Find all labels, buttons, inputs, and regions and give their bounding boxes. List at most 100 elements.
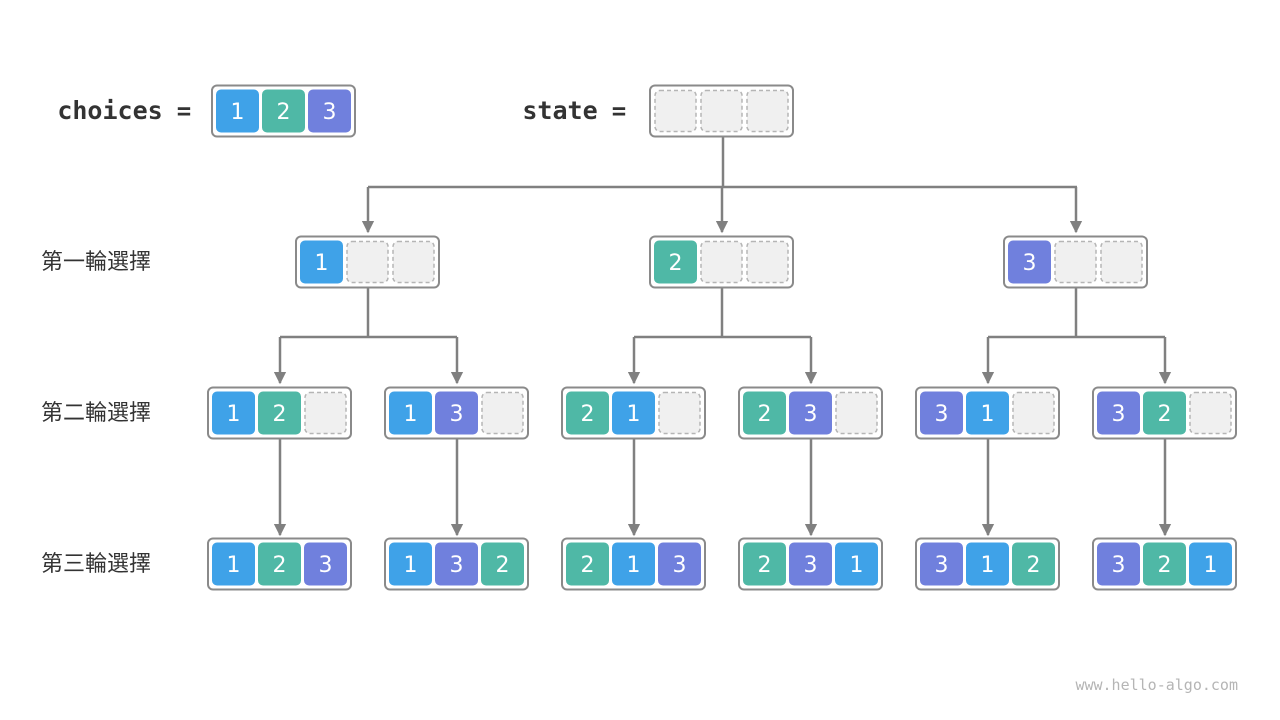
cell-label: 2 <box>1027 553 1041 578</box>
cell-label: 1 <box>981 402 995 427</box>
cell-empty <box>304 391 347 435</box>
level3-node-312: 3 1 2 <box>915 537 1060 591</box>
cell-empty <box>392 240 435 284</box>
cell-empty <box>1012 391 1055 435</box>
cell-label: 2 <box>669 251 683 276</box>
cell-label: 1 <box>231 100 245 125</box>
round-label-1: 第一輪選擇 <box>41 250 151 275</box>
level1-node-1: 1 <box>295 235 440 289</box>
cell-value-2 <box>743 542 786 586</box>
cell-value-1 <box>612 542 655 586</box>
cell-empty <box>1054 240 1097 284</box>
cell-label: 3 <box>804 553 818 578</box>
cell-label: 2 <box>1158 402 1172 427</box>
cell-value-2 <box>654 240 697 284</box>
cell-label: 1 <box>981 553 995 578</box>
level1-node-3: 3 <box>1003 235 1148 289</box>
cell-label: 3 <box>1112 402 1126 427</box>
cell-value-2 <box>481 542 524 586</box>
state-array <box>649 84 794 138</box>
cell-value-1 <box>300 240 343 284</box>
cell-value-1 <box>835 542 878 586</box>
choices-array: 1 2 3 <box>211 84 356 138</box>
state-label: state <box>522 96 597 125</box>
cell-label: 3 <box>450 402 464 427</box>
cell-label: 1 <box>404 553 418 578</box>
cell-label: 2 <box>277 100 291 125</box>
cell-empty <box>481 391 524 435</box>
cell-label: 3 <box>673 553 687 578</box>
cell-value-3 <box>789 391 832 435</box>
choices-equals: = <box>177 97 191 125</box>
cell-value-2 <box>1012 542 1055 586</box>
level1-node-2: 2 <box>649 235 794 289</box>
cell-value-3 <box>658 542 701 586</box>
cell-value-1 <box>212 391 255 435</box>
cell-value-2 <box>1143 542 1186 586</box>
cell-label: 1 <box>627 402 641 427</box>
cell-value-1 <box>389 391 432 435</box>
tree-edges <box>273 135 1172 537</box>
cell-empty <box>1189 391 1232 435</box>
cell-label: 2 <box>496 553 510 578</box>
cell-label: 3 <box>323 100 337 125</box>
cell-label: 1 <box>1204 553 1218 578</box>
cell-label: 3 <box>1023 251 1037 276</box>
cell-value-2 <box>258 542 301 586</box>
cell-empty <box>658 391 701 435</box>
cell-value-3 <box>920 542 963 586</box>
cell-value-1 <box>966 542 1009 586</box>
cell-value-1 <box>216 89 259 133</box>
cell-label: 3 <box>804 402 818 427</box>
cell-label: 2 <box>758 402 772 427</box>
cell-label: 2 <box>581 553 595 578</box>
cell-label: 1 <box>404 402 418 427</box>
cell-value-2 <box>262 89 305 133</box>
cell-value-1 <box>212 542 255 586</box>
cell-value-1 <box>1189 542 1232 586</box>
cell-label: 1 <box>627 553 641 578</box>
cell-empty <box>746 240 789 284</box>
round-label-3: 第三輪選擇 <box>41 552 151 577</box>
cell-value-2 <box>258 391 301 435</box>
cell-empty <box>746 89 789 133</box>
choices-label: choices <box>57 96 162 125</box>
cell-label: 3 <box>935 553 949 578</box>
cell-value-3 <box>1097 542 1140 586</box>
cell-value-1 <box>612 391 655 435</box>
cell-label: 2 <box>273 553 287 578</box>
cell-empty <box>700 240 743 284</box>
cell-empty <box>1100 240 1143 284</box>
cell-value-3 <box>920 391 963 435</box>
cell-value-3 <box>304 542 347 586</box>
cell-value-3 <box>308 89 351 133</box>
cell-value-3 <box>435 542 478 586</box>
cell-label: 2 <box>273 402 287 427</box>
cell-value-3 <box>789 542 832 586</box>
cell-label: 3 <box>1112 553 1126 578</box>
cell-value-3 <box>1097 391 1140 435</box>
cell-label: 2 <box>1158 553 1172 578</box>
cell-value-1 <box>389 542 432 586</box>
cell-empty <box>835 391 878 435</box>
cell-label: 3 <box>935 402 949 427</box>
cell-label: 2 <box>581 402 595 427</box>
cell-empty <box>654 89 697 133</box>
cell-value-2 <box>566 391 609 435</box>
cell-empty <box>700 89 743 133</box>
cell-value-3 <box>435 391 478 435</box>
cell-label: 1 <box>850 553 864 578</box>
cell-value-2 <box>743 391 786 435</box>
state-equals: = <box>612 97 626 125</box>
cell-label: 1 <box>315 251 329 276</box>
